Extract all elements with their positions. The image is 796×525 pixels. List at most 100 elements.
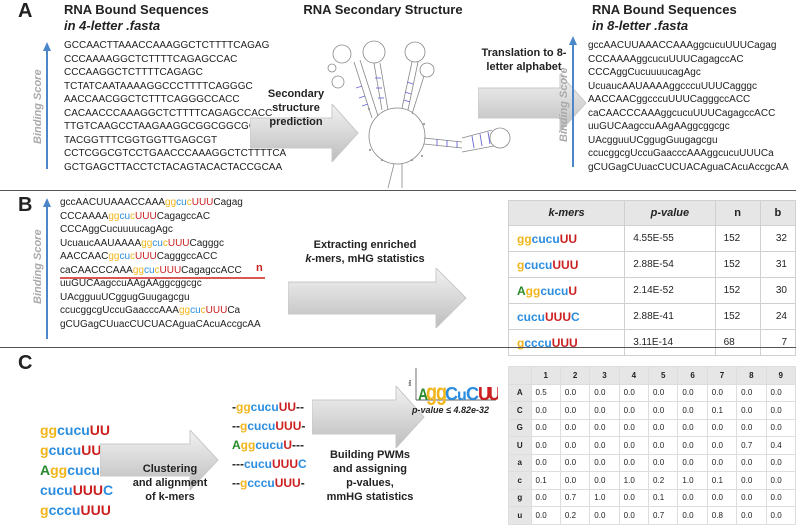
svg-text:C: C	[445, 384, 458, 404]
sequence-segment: U	[283, 438, 293, 452]
kmer-line: ggcucuUU	[40, 420, 113, 440]
sequence-segment: CCCAggCucuuuucagAgc	[60, 224, 173, 235]
panel-b-letter: B	[18, 194, 33, 216]
kmer-cell: AggcucuU	[507, 277, 626, 304]
pwm-cell: 0.0	[618, 453, 650, 472]
pwm-cell: 0.7	[648, 506, 679, 525]
b-cell: 30	[759, 277, 796, 304]
pwm-cell: 0.0	[618, 383, 650, 402]
threshold-n-label: n	[256, 262, 263, 274]
aligned-kmer-line: AggcucuU---	[232, 436, 307, 455]
pwm-cell: 0.0	[530, 418, 561, 437]
pwm-row-label: C	[508, 401, 532, 420]
pwm-cell: 0.0	[677, 418, 708, 437]
sequence-segment: cu	[119, 210, 131, 222]
kmer-cell: ggcucuUU	[507, 225, 626, 252]
pvalue-cell: 2.88E-41	[624, 303, 716, 330]
sequence-segment: cucu	[57, 422, 90, 438]
arrow-building-pwm-text: Building PWMs and assigning p-values, mm…	[316, 448, 424, 504]
arrow-extracting-kmers-text: Extracting enriched k-mers, mHG statisti…	[290, 238, 440, 266]
sequence-segment: gCUGagCUuacCUCUACAguaCAcuAccgcAA	[60, 318, 261, 330]
sequence-segment: --	[232, 419, 240, 433]
binding-score-label-b: Binding Score	[32, 229, 44, 304]
sequence-segment: uuGUCAagccuAAgAAggcggcgc	[60, 278, 202, 289]
sequence-segment: UUU	[551, 335, 578, 350]
sequence-segment: g	[517, 257, 525, 272]
sequence-segment: C	[103, 482, 114, 498]
extract-line-1: Extracting enriched	[313, 239, 417, 251]
n-cell: 152	[714, 277, 761, 304]
pwm-row-label: U	[508, 436, 532, 455]
clustering-line-2: and alignment	[132, 477, 208, 489]
rna-sequence-line: gccAACUUAAACCAAAggcucUUUCagag	[60, 196, 261, 210]
pwm-cell: 0.0	[736, 471, 767, 490]
pwm-cell: 0.0	[706, 436, 738, 455]
sequence-segment: CagagccACC	[181, 264, 242, 276]
right-title-line2: in 8-letter .fasta	[592, 18, 689, 33]
sequence-segment: UUU	[205, 305, 228, 316]
svg-text:g: g	[436, 380, 447, 406]
pwm-row-label: A	[508, 383, 532, 402]
sequence-segment: UUU	[159, 264, 182, 276]
right-title-line1: RNA Bound Sequences	[592, 2, 737, 17]
sequence-segment: gg	[525, 283, 541, 298]
rna-sequence-line: CCCAAAAggcucuUUUCagagccAC	[588, 53, 744, 65]
pwm-cell: 0.0	[736, 383, 767, 402]
rna-sequence-line: uuGUCAagccuAAgAAggcggcgc	[588, 121, 730, 132]
panel-a-letter: A	[18, 0, 33, 22]
sequence-segment: UUU	[272, 457, 299, 471]
rna-sequence-line: caCAACCCAAAggcucuUUUCagagccACC	[588, 107, 776, 119]
kmer-table-header: k-mers	[507, 200, 626, 226]
arrow-extracting-kmers	[288, 268, 467, 328]
pwm-cell: 0.0	[736, 506, 767, 525]
sequence-segment: gg	[108, 210, 120, 222]
pwm-cell: 0.0	[736, 488, 767, 507]
pwm-cell: 0.0	[765, 453, 796, 472]
pwm-cell: 0.1	[530, 471, 561, 490]
sequence-segment: UUU	[135, 251, 157, 262]
pvalue-cell: 2.88E-54	[624, 251, 716, 278]
sequence-logo: bits A g g C u C U U	[408, 368, 498, 406]
sequence-segment: gccAACUUAAACCAAA	[60, 197, 166, 208]
svg-text:A: A	[418, 386, 428, 404]
arrow-translation-text: Translation to 8-letter alphabet	[481, 47, 567, 73]
pwm-cell: 0.0	[736, 418, 767, 437]
rna-sequence-line: UcuaucAAUAAAAggcucUUUCagggc	[60, 237, 261, 251]
pwm-cell: 0.0	[618, 488, 650, 507]
dna-sequence-line: TTGTCAAGCCTAAGAAGGCGGCGGCGC	[64, 121, 257, 132]
sequence-segment: g	[240, 419, 248, 433]
n-cell: 152	[714, 303, 761, 330]
sequence-segment: cucu	[540, 283, 569, 298]
pwm-cell: 0.0	[618, 506, 650, 525]
clustering-line-1: Clustering	[142, 463, 198, 475]
sequence-segment: cucu	[250, 400, 279, 414]
pvalue-cell: 4.55E-55	[624, 225, 716, 252]
sequence-segment: UAcgguuUCggugGuugagcgu	[60, 291, 190, 303]
sequence-segment: g	[517, 335, 525, 350]
dna-sequence-line: TCTATCAATAAAAGGCCCTTTTCAGGGC	[64, 80, 253, 92]
rna-sequence-line: CCCAAAAggcucUUUCagagccAC	[60, 210, 261, 224]
arrow-clustering	[100, 430, 219, 490]
binding-score-axis-a-left	[43, 42, 51, 169]
rna-sequence-line: AACCAACggcucUUUCagggccACC	[60, 250, 261, 264]
pwm-cell: 0.0	[706, 383, 738, 402]
pwm-cell: 0.0	[765, 471, 796, 490]
b-cell: 31	[759, 251, 796, 278]
sequence-segment: c	[154, 264, 160, 276]
rna-sequence-line: AACCAACggcccuUUUCagggccACC	[588, 94, 751, 105]
threshold-cut-line	[60, 277, 265, 279]
sequence-segment: gg	[517, 231, 532, 246]
pwm-cell: 0.2	[648, 471, 679, 490]
pwm-cell: 0.0	[736, 401, 767, 420]
dna-sequence-line: CCTCGGCGTCCTGAACCCAAAGGCTCTTTTCA	[64, 148, 287, 159]
clustering-line-3: of k-mers	[145, 491, 195, 503]
pwm-cell: 0.0	[765, 418, 796, 437]
svg-text:U: U	[478, 384, 491, 404]
sequence-segment: UUU	[545, 309, 572, 324]
